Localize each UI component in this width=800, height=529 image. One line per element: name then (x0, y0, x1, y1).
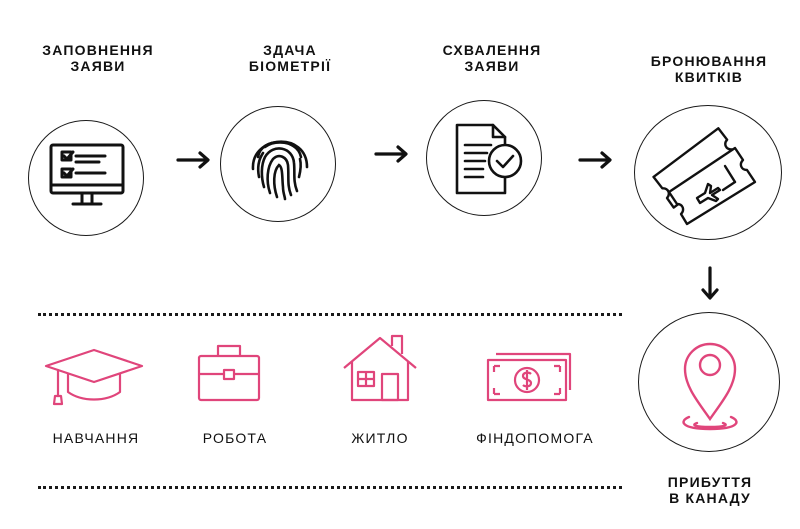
step-label-approval: СХВАЛЕННЯ ЗАЯВИ (442, 42, 542, 74)
step-label-biometrics: ЗДАЧА БІОМЕТРІЇ (248, 42, 332, 74)
step-label-application: ЗАПОВНЕННЯ ЗАЯВИ (42, 42, 154, 74)
arrow-right-icon (374, 145, 408, 163)
arrow-right-icon (578, 151, 612, 169)
step-circle-tickets (634, 105, 782, 240)
step-circle-arrival (638, 312, 780, 452)
step-circle-application (28, 120, 144, 236)
benefit-label-education: НАВЧАННЯ (52, 430, 140, 446)
step-circle-approval (426, 100, 542, 216)
approved-document-icon (455, 123, 523, 195)
benefit-label-housing: ЖИТЛО (351, 430, 409, 446)
location-pin-icon (682, 342, 738, 431)
house-icon (343, 334, 417, 402)
step-circle-biometrics (220, 106, 336, 222)
dotted-divider-bottom (38, 486, 622, 489)
briefcase-icon (197, 344, 261, 402)
arrow-down-icon (701, 266, 719, 300)
step-label-arrival: ПРИБУТТЯ В КАНАДУ (667, 474, 753, 506)
benefit-label-financial-aid: ФІНДОПОМОГА (476, 430, 594, 446)
graduation-cap-icon (44, 348, 144, 406)
fingerprint-icon (251, 140, 309, 201)
step-label-tickets: БРОНЮВАННЯ КВИТКІВ (650, 53, 768, 85)
money-icon (486, 352, 572, 402)
monitor-checklist-icon (49, 143, 125, 206)
dotted-divider-top (38, 313, 622, 316)
arrow-right-icon (176, 151, 210, 169)
benefit-label-work: РОБОТА (202, 430, 268, 446)
plane-tickets-icon (652, 127, 757, 226)
